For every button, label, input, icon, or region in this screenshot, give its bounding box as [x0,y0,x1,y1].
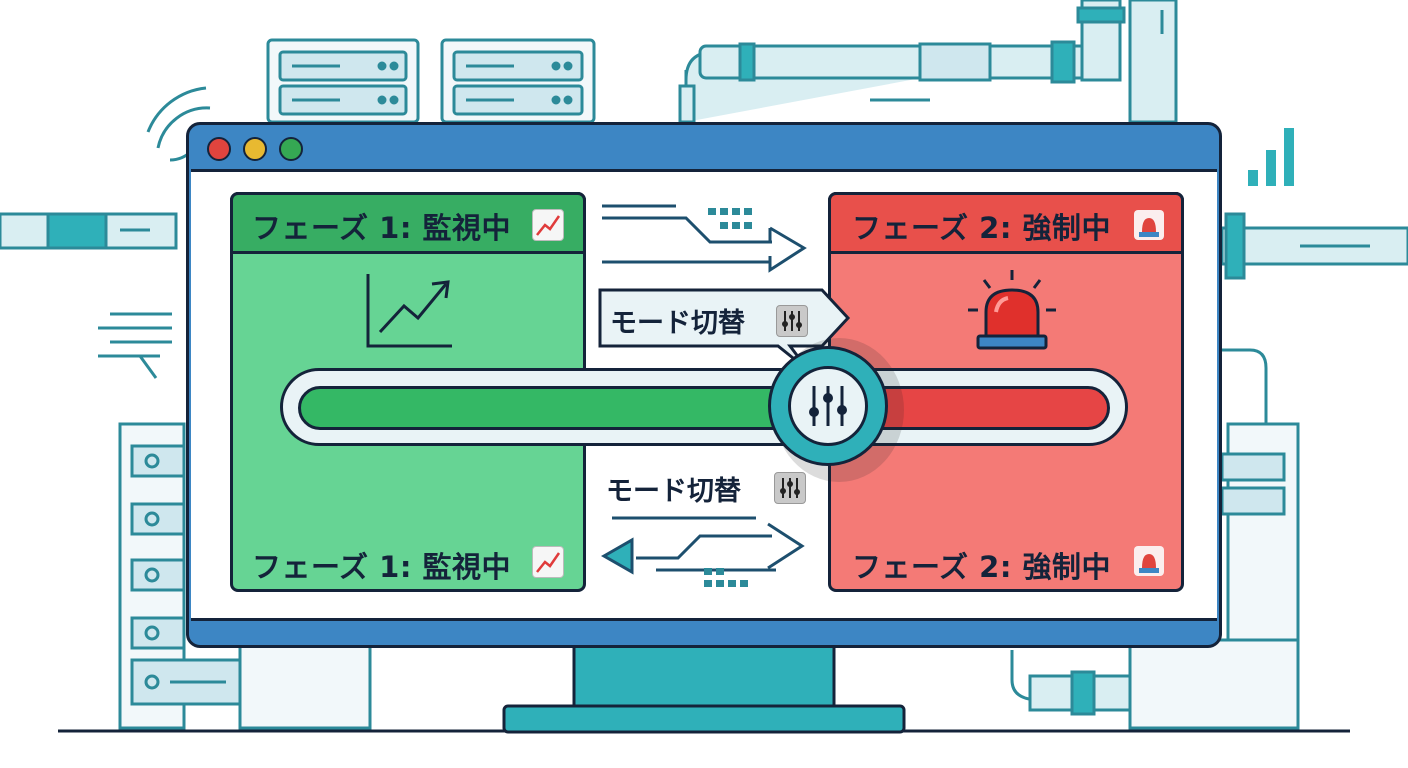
chart-increasing-icon [532,546,564,578]
close-button[interactable] [207,137,231,161]
phase1-footer-label: フェーズ 1: 監視中 [252,550,512,584]
trend-chart-icon [366,274,452,348]
bar-chart-icon [1248,128,1294,186]
flow-arrows-top [602,204,807,273]
server-tower-icon [1010,348,1300,730]
pipe-left [0,212,178,250]
title-bar [189,125,1219,169]
siren-icon [968,270,1056,350]
server-tower-icon [118,422,372,730]
phase2-header-label: フェーズ 2: 強制中 [852,211,1112,245]
phase2-header [828,192,1184,254]
text-lines-decoration [98,312,172,379]
sliders-icon [774,472,806,504]
maximize-button[interactable] [279,137,303,161]
toggle-fill-monitoring [298,386,818,430]
sliders-icon [809,386,847,426]
phase1-header [230,192,586,254]
phase2-footer-label: フェーズ 2: 強制中 [852,550,1112,584]
mode-switch-lower-label: モード切替 [606,476,741,507]
mode-switch-callout-label: モード切替 [610,308,745,339]
police-light-icon [1134,210,1164,240]
flow-arrows-bottom [600,516,805,587]
server-rack-icon [440,38,596,124]
chart-increasing-icon [532,209,564,241]
phase1-header-label: フェーズ 1: 監視中 [252,211,512,245]
server-rack-icon [266,38,420,124]
pipe-network [678,0,1178,124]
sliders-icon [776,305,808,337]
police-light-icon [1134,546,1164,576]
minimize-button[interactable] [243,137,267,161]
pipe-right [1220,212,1408,280]
